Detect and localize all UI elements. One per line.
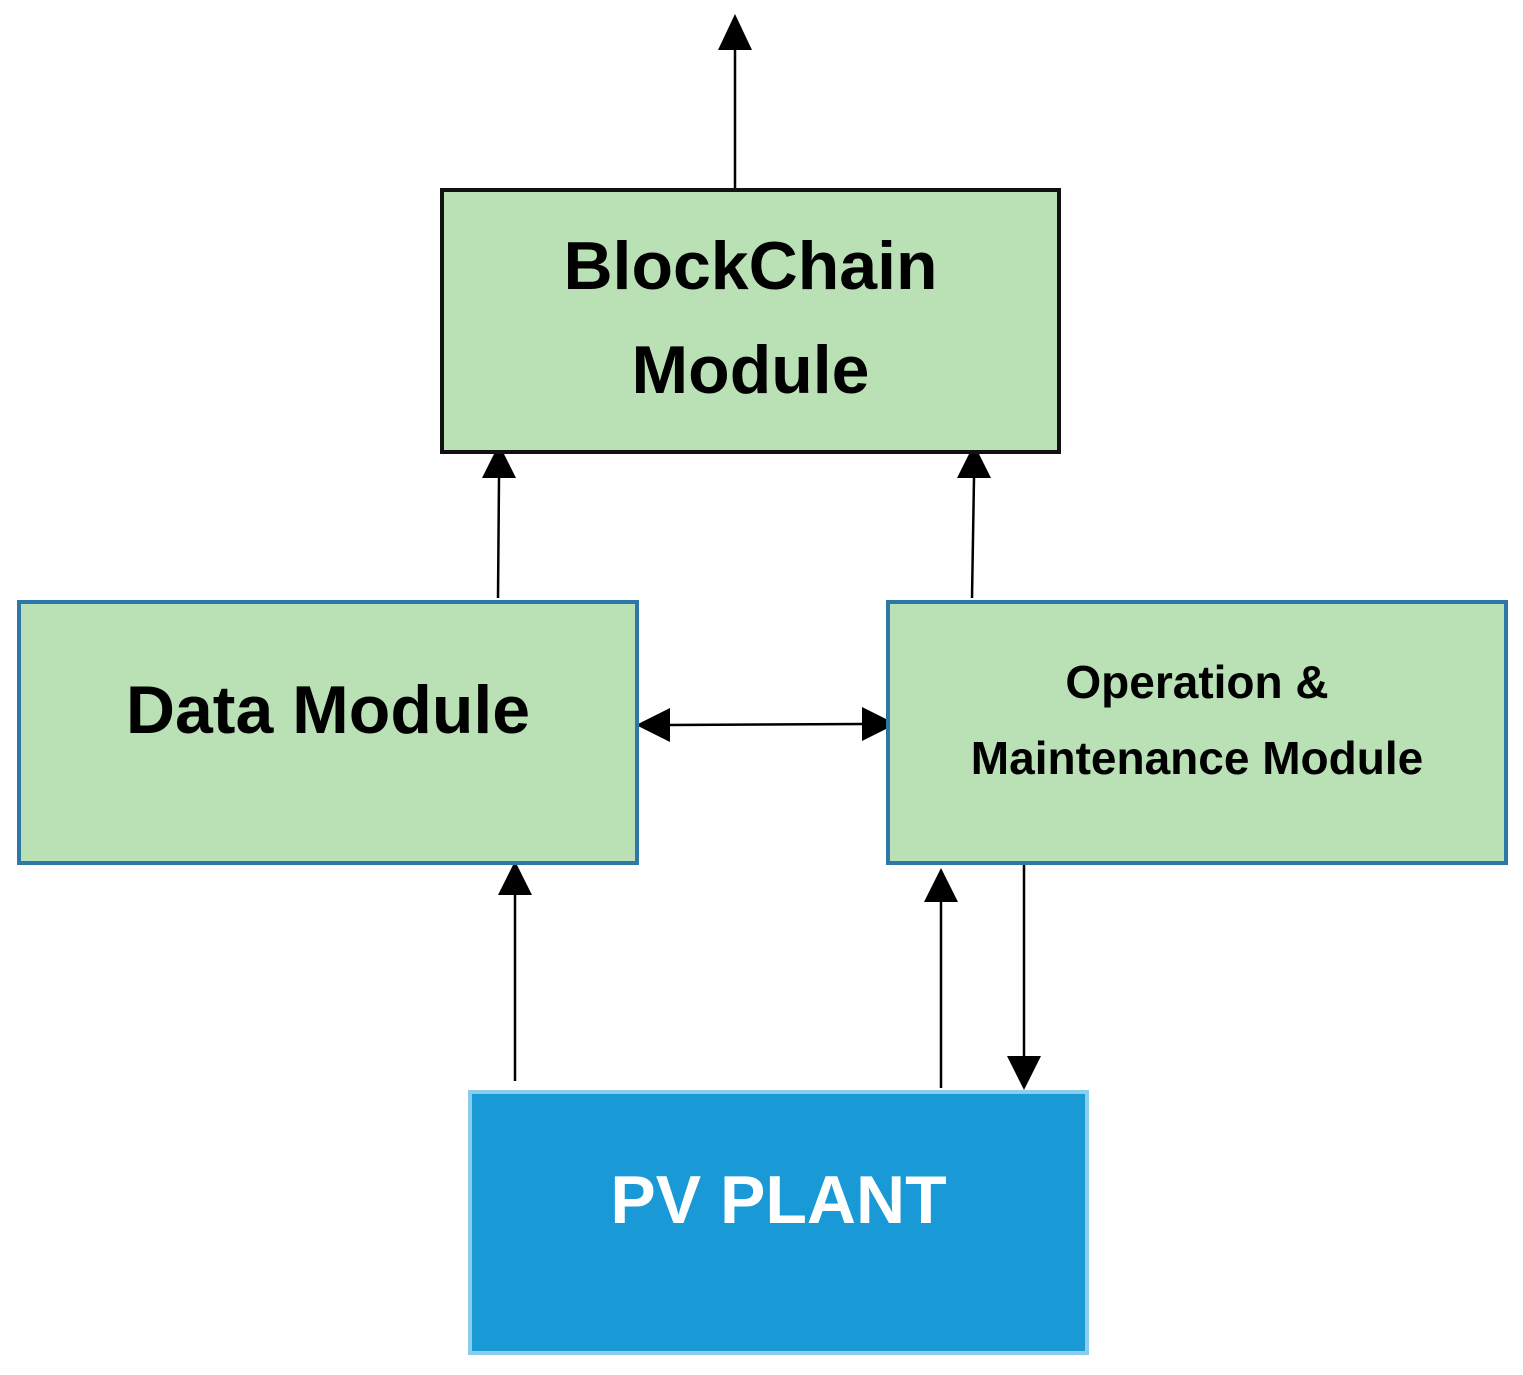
data-module-node: Data Module <box>17 600 639 865</box>
arrow-data-to-blockchain <box>496 477 501 599</box>
om-module-label-line-2: Maintenance Module <box>970 732 1424 784</box>
blockchain-module-node: BlockChain Module <box>440 188 1061 454</box>
arrowhead-om-to-pv <box>1007 1056 1041 1090</box>
arrowhead-blockchain-output <box>718 14 752 50</box>
pv-plant-label: PV PLANT <box>610 1162 947 1238</box>
arrowhead-pv-to-om <box>924 868 958 902</box>
pv-plant-node: PV PLANT <box>468 1090 1089 1355</box>
arrowhead-data-om-right <box>862 707 896 741</box>
data-module-label: Data Module <box>125 672 531 748</box>
arrow-data-om-bidirectional <box>669 722 863 727</box>
arrow-om-to-blockchain <box>970 477 976 599</box>
blockchain-module-label-line-1: BlockChain <box>563 228 938 304</box>
operation-maintenance-module-node: Operation & Maintenance Module <box>886 600 1508 865</box>
arrowhead-data-to-blockchain <box>482 444 516 478</box>
arrowhead-om-to-blockchain <box>957 444 991 478</box>
arrowhead-data-om-left <box>636 708 670 742</box>
om-module-label-line-1: Operation & <box>1065 656 1329 708</box>
blockchain-module-label-line-2: Module <box>631 332 870 408</box>
arrowhead-pv-to-data <box>498 861 532 895</box>
